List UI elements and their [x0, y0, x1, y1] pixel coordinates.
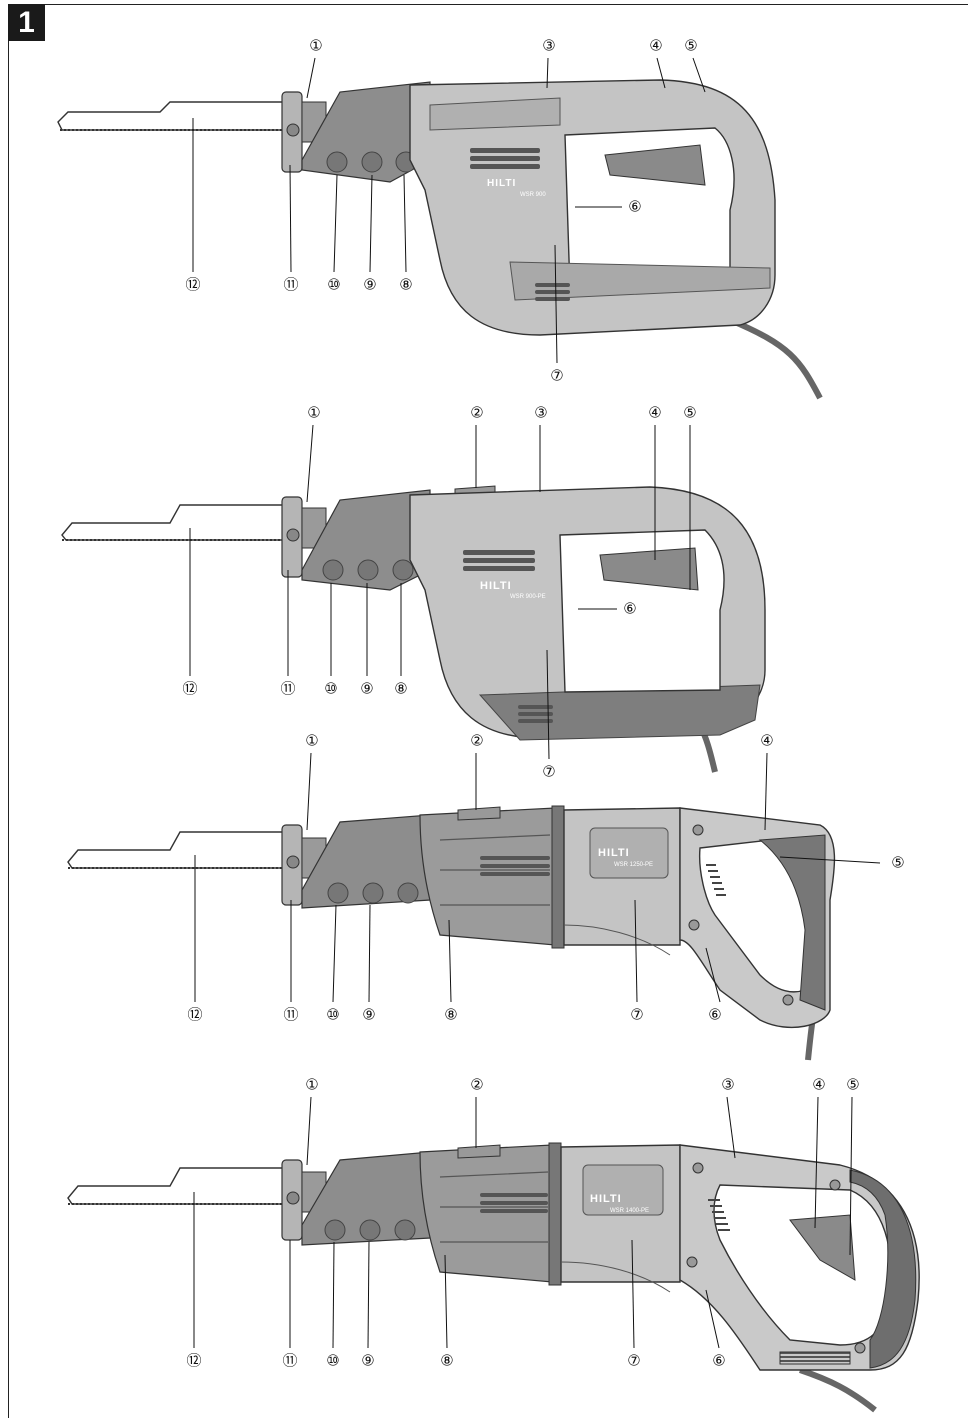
- model-label: WSR 900-PE: [510, 594, 546, 600]
- callout-5: ⑤: [684, 38, 697, 55]
- tool-wsr900: HILTI WSR 900 ① ③ ④ ⑤ ⑥ ⑦ ⑧ ⑨ ⑩ ⑪ ⑫: [57, 38, 823, 400]
- callout-10: ⑩: [324, 681, 337, 698]
- callout-8: ⑧: [399, 277, 412, 294]
- callout-1: ①: [307, 405, 320, 422]
- callout-10: ⑩: [327, 277, 340, 294]
- callout-8: ⑧: [394, 681, 407, 698]
- brand-logo: HILTI: [590, 1193, 622, 1205]
- callout-7: ⑦: [542, 764, 555, 781]
- callout-6: ⑥: [623, 601, 636, 618]
- power-cord: [728, 317, 823, 400]
- callout-6: ⑥: [708, 1007, 721, 1024]
- brand-logo: HILTI: [598, 847, 630, 859]
- gear-housing: [419, 1144, 553, 1283]
- callout-4: ④: [649, 38, 662, 55]
- callout-2: ②: [470, 1077, 483, 1094]
- callout-6: ⑥: [712, 1353, 725, 1370]
- tool-wsr1400pe: HILTI WSR 1400-PE ① ② ③: [67, 1077, 920, 1413]
- saw-blade: [67, 831, 286, 869]
- callout-12: ⑫: [185, 277, 200, 294]
- tool-wsr900pe: HILTI WSR 900-PE ① ② ③ ④ ⑤ ⑥ ⑦ ⑧ ⑨ ⑩ ⑪: [61, 405, 766, 781]
- callout-3: ③: [542, 38, 555, 55]
- callout-4: ④: [812, 1077, 825, 1094]
- brand-logo: HILTI: [480, 580, 512, 592]
- speed-dial: [457, 1144, 501, 1159]
- callout-8: ⑧: [440, 1353, 453, 1370]
- callout-12: ⑫: [182, 681, 197, 698]
- figure-frame: [8, 4, 968, 1418]
- model-label: WSR 1250-PE: [614, 862, 653, 868]
- callouts-tool-2: ① ② ③ ④ ⑤ ⑥ ⑦ ⑧ ⑨ ⑩ ⑪ ⑫: [182, 405, 696, 781]
- callout-11: ⑪: [283, 277, 298, 294]
- model-label: WSR 1400-PE: [610, 1208, 649, 1214]
- tool-wsr1250pe: HILTI WSR 1250-PE ① ② ④ ⑤ ⑥ ⑦: [67, 733, 905, 1061]
- callout-4: ④: [648, 405, 661, 422]
- callout-6: ⑥: [628, 199, 641, 216]
- callout-8: ⑧: [444, 1007, 457, 1024]
- callout-3: ③: [534, 405, 547, 422]
- callouts-tool-4: ① ② ③ ④ ⑤ ⑥ ⑦ ⑧ ⑨ ⑩ ⑪ ⑫: [186, 1077, 859, 1370]
- saw-blade: [67, 1167, 286, 1205]
- callout-7: ⑦: [630, 1007, 643, 1024]
- callout-9: ⑨: [361, 1353, 374, 1370]
- callout-5: ⑤: [846, 1077, 859, 1094]
- saw-blade: [57, 101, 286, 131]
- saw-blade: [61, 504, 286, 541]
- callout-2: ②: [470, 733, 483, 750]
- callout-1: ①: [309, 38, 322, 55]
- callout-1: ①: [305, 733, 318, 750]
- callout-4: ④: [760, 733, 773, 750]
- callouts-tool-1: ① ③ ④ ⑤ ⑥ ⑦ ⑧ ⑨ ⑩ ⑪ ⑫: [185, 38, 706, 385]
- callout-9: ⑨: [363, 277, 376, 294]
- callout-9: ⑨: [360, 681, 373, 698]
- brand-logo: HILTI: [487, 178, 516, 189]
- callout-11: ⑪: [283, 1007, 298, 1024]
- model-label: WSR 900: [520, 192, 546, 198]
- callout-11: ⑪: [282, 1353, 297, 1370]
- power-cord: [799, 1367, 877, 1413]
- callout-1: ①: [305, 1077, 318, 1094]
- callout-12: ⑫: [187, 1007, 202, 1024]
- callout-11: ⑪: [280, 681, 295, 698]
- callout-2: ②: [470, 405, 483, 422]
- gear-housing: [419, 807, 556, 946]
- speed-dial: [457, 806, 501, 821]
- callouts-tool-3: ① ② ④ ⑤ ⑥ ⑦ ⑧ ⑨ ⑩ ⑪ ⑫: [187, 733, 904, 1024]
- callout-9: ⑨: [362, 1007, 375, 1024]
- callout-7: ⑦: [550, 368, 563, 385]
- callout-10: ⑩: [326, 1353, 339, 1370]
- callout-10: ⑩: [326, 1007, 339, 1024]
- figure-number-badge: 1: [8, 4, 45, 41]
- callout-5: ⑤: [891, 855, 904, 872]
- callout-5: ⑤: [683, 405, 696, 422]
- callout-3: ③: [721, 1077, 734, 1094]
- callout-7: ⑦: [627, 1353, 640, 1370]
- callout-12: ⑫: [186, 1353, 201, 1370]
